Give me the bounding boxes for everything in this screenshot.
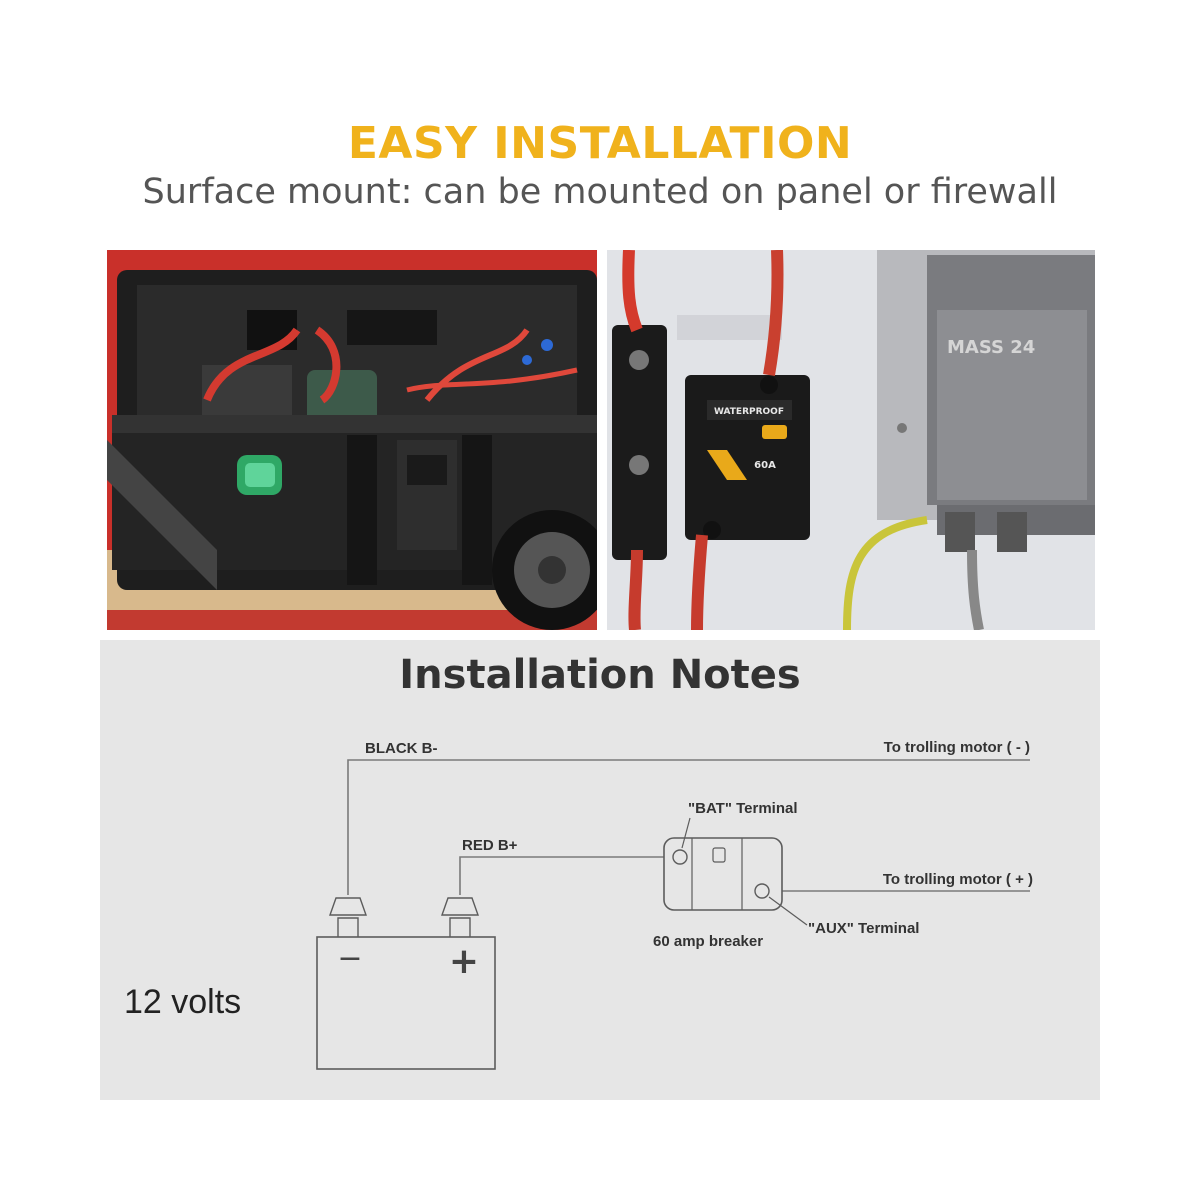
aux-terminal-label: "AUX" Terminal: [808, 920, 919, 937]
headline: EASY INSTALLATION: [347, 118, 853, 169]
aux-terminal: [754, 883, 770, 899]
negative-terminal-clamp: [329, 897, 367, 916]
circuit-breaker: [663, 837, 783, 911]
red-wire: [459, 856, 680, 895]
motor-negative-label: To trolling motor ( - ): [884, 739, 1030, 756]
bat-terminal: [672, 849, 688, 865]
breaker-label: 60 amp breaker: [653, 933, 763, 950]
subheadline: Surface mount: can be mounted on panel o…: [142, 172, 1058, 212]
positive-terminal-clamp: [441, 897, 479, 916]
bat-terminal-label: "BAT" Terminal: [688, 800, 798, 817]
battery-plus-sign: +: [449, 941, 479, 982]
battery-minus-sign: −: [337, 941, 362, 976]
breaker-rating-label: 60A: [754, 460, 776, 471]
voltage-label: 12 volts: [124, 983, 241, 1021]
battery: − +: [316, 897, 496, 1070]
black-wire: [347, 759, 1030, 895]
installation-notes-panel: [100, 640, 1100, 1100]
black-wire-label: BLACK B-: [365, 740, 438, 757]
svg-text:MASS 24: MASS 24: [947, 337, 1035, 358]
battery-box-photo: [107, 250, 597, 630]
panel-mount-photo: WATERPROOF 60A MASS 24: [607, 250, 1095, 630]
installation-notes-title: Installation Notes: [399, 652, 801, 698]
breaker-brand-label: WATERPROOF: [714, 407, 784, 417]
red-wire-label: RED B+: [462, 837, 518, 854]
motor-positive-label: To trolling motor ( + ): [883, 871, 1033, 888]
